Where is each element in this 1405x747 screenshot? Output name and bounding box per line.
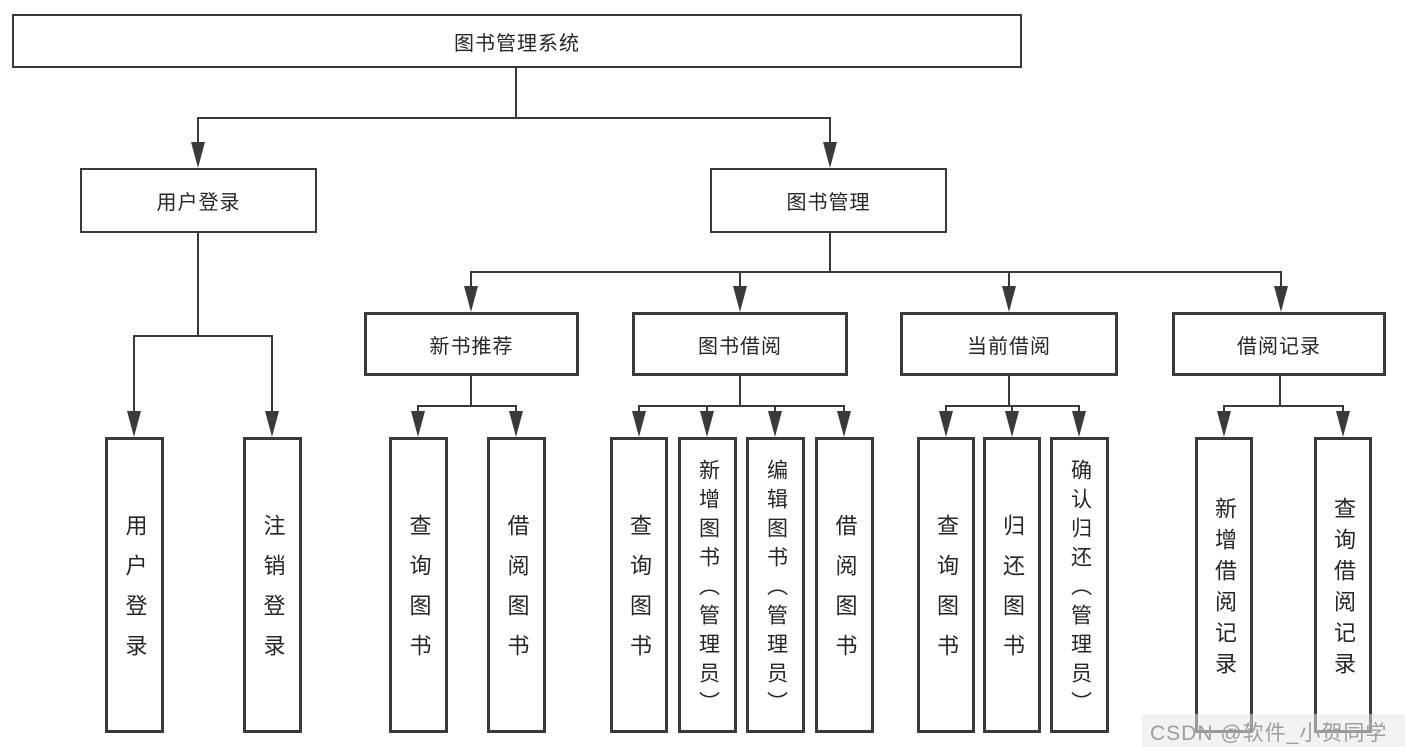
- leaf-label: 查询借阅记录: [1331, 496, 1356, 683]
- node-book-management: 图书管理: [710, 168, 947, 233]
- connector-line: [739, 271, 741, 288]
- connector-line: [1280, 271, 1282, 288]
- connector-line: [515, 405, 517, 414]
- arrow-down-icon: [768, 411, 782, 437]
- node-new-book-recommend-label: 新书推荐: [429, 335, 514, 358]
- node-current-borrow: 当前借阅: [900, 312, 1118, 376]
- node-root: 图书管理系统: [12, 14, 1022, 68]
- arrow-down-icon: [733, 286, 747, 312]
- connector-line: [945, 405, 947, 414]
- connector-line: [843, 405, 845, 414]
- connector-line: [829, 117, 831, 143]
- leaf-label: 新增图书（管理员）: [696, 458, 720, 720]
- leaf-label: 新增借阅记录: [1212, 496, 1237, 683]
- arrow-down-icon: [823, 142, 837, 168]
- connector-line: [706, 405, 708, 414]
- connector-line: [739, 376, 741, 407]
- connector-line: [1008, 271, 1010, 288]
- node-borrow-records: 借阅记录: [1172, 312, 1386, 376]
- connector-line: [1008, 376, 1010, 407]
- arrow-down-icon: [191, 142, 205, 168]
- connector-line: [638, 405, 640, 414]
- connector-line: [1078, 405, 1080, 414]
- connector-line: [197, 233, 199, 337]
- arrow-down-icon: [1005, 411, 1019, 437]
- connector-line: [829, 233, 831, 273]
- watermark-band: [1142, 714, 1405, 747]
- connector-line: [470, 376, 472, 407]
- connector-line: [774, 405, 776, 414]
- leaf-logout-label: 注销登录: [260, 514, 286, 674]
- leaf-return-books: 归还图书: [983, 437, 1041, 733]
- leaf-label: 查询图书: [406, 514, 432, 674]
- arrow-down-icon: [632, 411, 646, 437]
- arrow-down-icon: [1002, 286, 1016, 312]
- leaf-logout: 注销登录: [243, 437, 302, 733]
- arrow-down-icon: [939, 411, 953, 437]
- leaf-label: 查询图书: [627, 514, 652, 674]
- leaf-query-books-recommend: 查询图书: [389, 437, 448, 733]
- leaf-query-books-borrow: 查询图书: [610, 437, 668, 733]
- node-root-label: 图书管理系统: [454, 32, 580, 55]
- leaf-query-books-current: 查询图书: [917, 437, 975, 733]
- node-current-borrow-label: 当前借阅: [967, 335, 1051, 358]
- connector-line: [515, 68, 517, 118]
- connector-line: [639, 405, 845, 407]
- arrow-down-icon: [127, 411, 141, 437]
- connector-line: [271, 335, 273, 413]
- arrow-down-icon: [1336, 411, 1350, 437]
- connector-line: [417, 405, 419, 414]
- leaf-add-borrow-record: 新增借阅记录: [1195, 437, 1253, 733]
- leaf-label: 编辑图书（管理员）: [764, 458, 788, 720]
- node-user-login-label: 用户登录: [156, 192, 241, 214]
- connector-line: [470, 271, 472, 288]
- leaf-add-book-admin: 新增图书（管理员）: [678, 437, 737, 733]
- connector-line: [1342, 405, 1344, 414]
- connector-line: [946, 405, 1080, 407]
- arrow-down-icon: [1274, 286, 1288, 312]
- connector-line: [1279, 376, 1281, 407]
- node-book-management-label: 图书管理: [786, 192, 871, 214]
- arrow-down-icon: [837, 411, 851, 437]
- connector-line: [418, 405, 517, 407]
- arrow-down-icon: [411, 411, 425, 437]
- arrow-down-icon: [509, 411, 523, 437]
- node-new-book-recommend: 新书推荐: [364, 312, 579, 376]
- connector-line: [1224, 405, 1343, 407]
- arrow-down-icon: [700, 411, 714, 437]
- leaf-label: 查询图书: [934, 514, 959, 674]
- node-user-login: 用户登录: [80, 168, 317, 233]
- arrow-down-icon: [1072, 411, 1086, 437]
- leaf-edit-book-admin: 编辑图书（管理员）: [746, 437, 805, 733]
- connector-line: [133, 335, 135, 413]
- connector-line: [470, 271, 1282, 273]
- leaf-confirm-return-admin: 确认归还（管理员）: [1050, 437, 1109, 733]
- leaf-borrow-books: 借阅图书: [815, 437, 874, 733]
- leaf-label: 归还图书: [1000, 514, 1025, 674]
- leaf-label: 确认归还（管理员）: [1068, 458, 1092, 720]
- connector-line: [133, 335, 273, 337]
- connector-line: [197, 117, 831, 119]
- connector-line: [197, 117, 199, 143]
- arrow-down-icon: [464, 286, 478, 312]
- arrow-down-icon: [1217, 411, 1231, 437]
- node-borrow-records-label: 借阅记录: [1237, 335, 1321, 358]
- leaf-user-login-label: 用户登录: [122, 514, 148, 674]
- leaf-label: 借阅图书: [832, 514, 858, 674]
- leaf-borrow-books-recommend: 借阅图书: [487, 437, 546, 733]
- leaf-query-borrow-record: 查询借阅记录: [1314, 437, 1372, 733]
- connector-line: [1223, 405, 1225, 414]
- node-book-borrow: 图书借阅: [632, 312, 848, 376]
- leaf-user-login: 用户登录: [105, 437, 164, 733]
- leaf-label: 借阅图书: [504, 514, 530, 674]
- watermark-text: CSDN @软件_小贺同学: [1150, 722, 1388, 745]
- connector-line: [1011, 405, 1013, 414]
- node-book-borrow-label: 图书借阅: [698, 335, 782, 358]
- arrow-down-icon: [265, 411, 279, 437]
